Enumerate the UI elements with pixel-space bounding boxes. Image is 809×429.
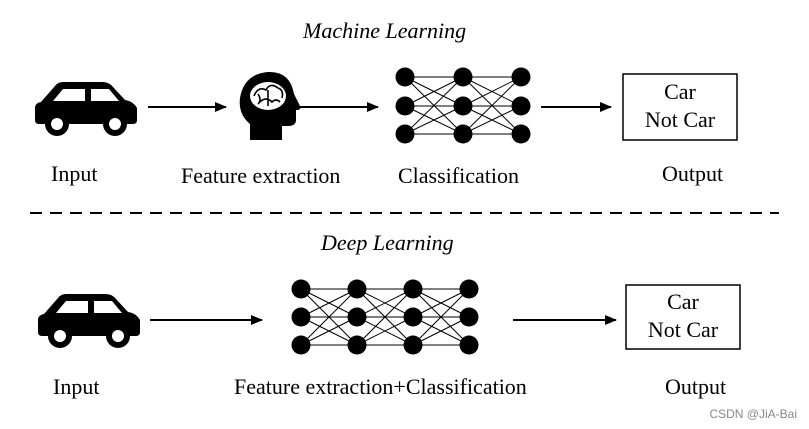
neural-network-icon bbox=[395, 67, 531, 144]
network-node bbox=[403, 279, 423, 299]
output-box-top-text: Car Not Car bbox=[623, 78, 737, 134]
network-node bbox=[459, 279, 479, 299]
network-connection bbox=[412, 288, 470, 318]
output-box-top bbox=[622, 73, 738, 141]
network-node bbox=[459, 307, 479, 327]
network-node bbox=[395, 96, 415, 116]
output-not-car-label: Not Car bbox=[644, 107, 716, 132]
network-node bbox=[347, 279, 367, 299]
output-car-label: Car bbox=[667, 289, 699, 314]
network-connection bbox=[356, 288, 414, 346]
network-connection bbox=[412, 288, 470, 346]
network-node bbox=[453, 67, 473, 87]
output-box-bottom-text: Car Not Car bbox=[626, 288, 740, 344]
label-feature-extraction-classification: Feature extraction+Classification bbox=[234, 374, 527, 399]
output-box-bottom bbox=[625, 284, 741, 350]
network-connection bbox=[404, 76, 464, 135]
network-node bbox=[403, 335, 423, 355]
network-connection bbox=[300, 316, 358, 346]
machine-learning-title: Machine Learning bbox=[303, 18, 467, 43]
network-node bbox=[347, 307, 367, 327]
label-output-top: Output bbox=[662, 161, 724, 186]
output-not-car-label: Not Car bbox=[647, 317, 719, 342]
network-node bbox=[459, 335, 479, 355]
network-node bbox=[453, 124, 473, 144]
watermark: CSDN @JiA-Bai bbox=[709, 407, 797, 421]
label-input-bottom: Input bbox=[53, 374, 100, 399]
network-node bbox=[291, 279, 311, 299]
network-connection bbox=[300, 288, 358, 318]
car-icon bbox=[35, 82, 137, 136]
label-input-top: Input bbox=[51, 161, 98, 186]
neural-network-icon bbox=[291, 279, 479, 355]
network-node bbox=[395, 67, 415, 87]
label-classification: Classification bbox=[398, 163, 519, 188]
network-connection bbox=[300, 288, 358, 346]
network-node bbox=[403, 307, 423, 327]
network-connection bbox=[356, 316, 414, 346]
network-node bbox=[291, 307, 311, 327]
network-node bbox=[511, 96, 531, 116]
network-node bbox=[511, 124, 531, 144]
network-connection bbox=[404, 105, 464, 135]
network-node bbox=[395, 124, 415, 144]
network-node bbox=[291, 335, 311, 355]
label-output-bottom: Output bbox=[665, 374, 727, 399]
network-connection bbox=[404, 76, 464, 107]
network-connection bbox=[412, 316, 470, 346]
network-node bbox=[347, 335, 367, 355]
deep-learning-title: Deep Learning bbox=[321, 230, 454, 255]
label-feature-extraction: Feature extraction bbox=[181, 163, 341, 188]
network-connection bbox=[462, 105, 522, 135]
network-connection bbox=[462, 76, 522, 135]
network-node bbox=[511, 67, 531, 87]
network-connection bbox=[462, 76, 522, 107]
car-icon bbox=[38, 294, 140, 348]
network-node bbox=[453, 96, 473, 116]
network-connection bbox=[356, 288, 414, 318]
brain-head-icon bbox=[239, 71, 301, 140]
output-car-label: Car bbox=[664, 79, 696, 104]
